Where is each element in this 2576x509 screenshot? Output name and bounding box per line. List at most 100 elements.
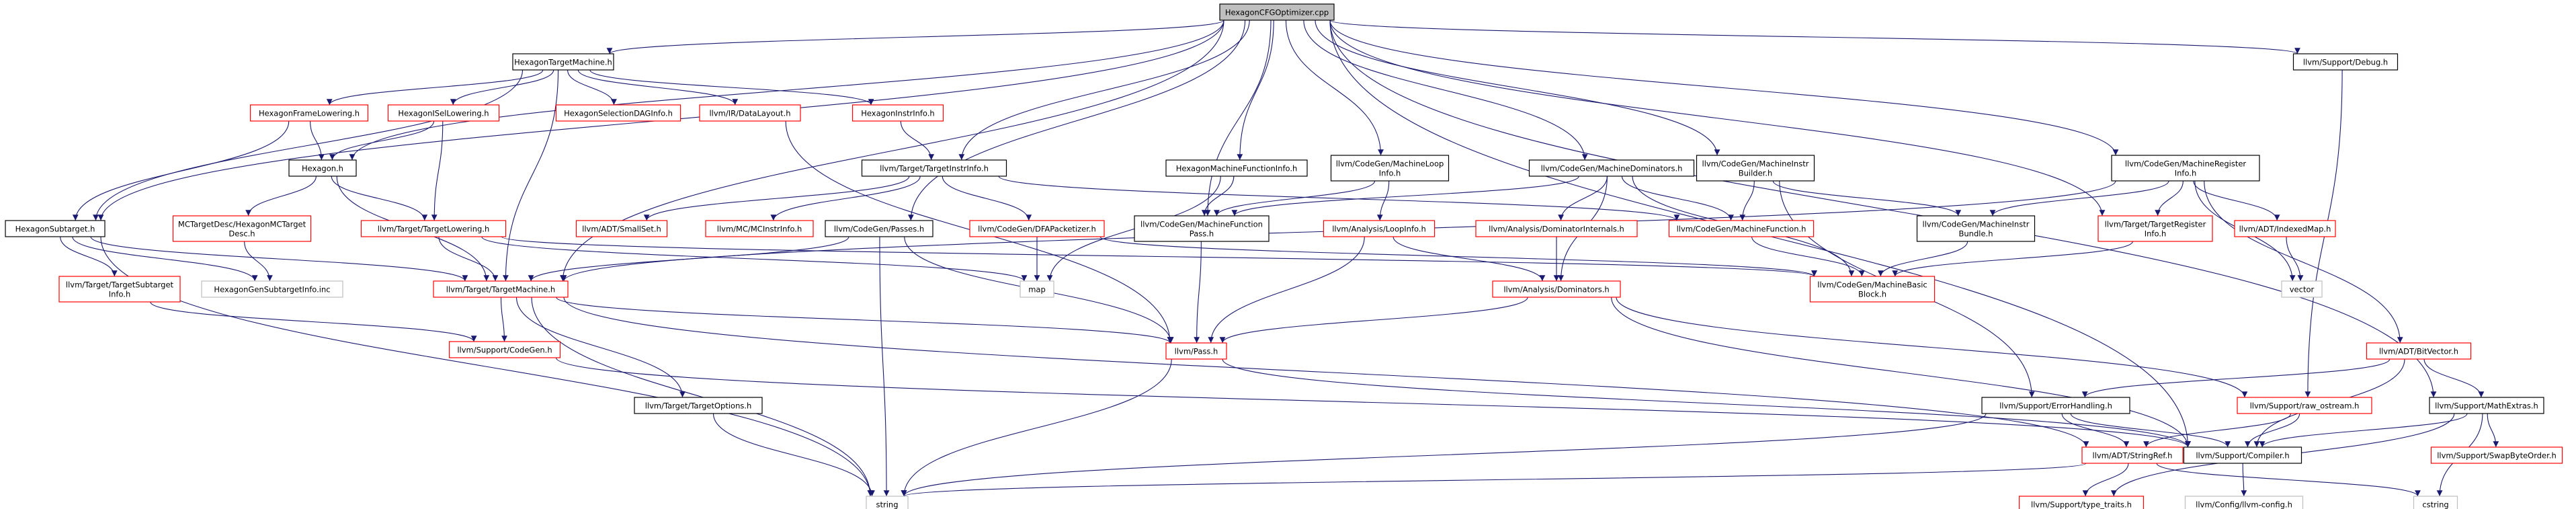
graph-node-to[interactable]: llvm/Target/TargetOptions.h (634, 397, 763, 414)
edge-line (1204, 19, 1272, 217)
graph-node-hgsi[interactable]: HexagonGenSubtargetInfo.inc (201, 280, 343, 298)
graph-node-hfl[interactable]: HexagonFrameLowering.h (249, 104, 369, 122)
graph-node-eh[interactable]: llvm/Support/ErrorHandling.h (1981, 397, 2130, 414)
node-label: llvm/Target/TargetSubtarget (66, 280, 174, 290)
edge-line (501, 236, 1817, 277)
graph-node-adi[interactable]: llvm/Analysis/DominatorInternals.h (1475, 220, 1638, 237)
graph-node-root[interactable]: HexagonCFGOptimizer.cpp (1219, 3, 1335, 21)
graph-node-ro[interactable]: llvm/Support/raw_ostream.h (2237, 397, 2372, 414)
edge-line (72, 236, 258, 282)
edge-line (481, 236, 1028, 282)
node-box (2234, 220, 2336, 237)
node-box (851, 104, 944, 122)
edge-mex-sbo (2487, 413, 2499, 448)
edge-hii-tii (900, 120, 935, 161)
graph-node-str[interactable]: string (866, 496, 909, 509)
edge-sr-cstr (2156, 463, 2421, 497)
graph-node-hii[interactable]: HexagonInstrInfo.h (851, 104, 944, 122)
graph-node-tl[interactable]: llvm/Target/TargetLowering.h (360, 220, 507, 237)
graph-node-bv[interactable]: llvm/ADT/BitVector.h (2366, 342, 2472, 360)
edge-bv-eh (2081, 358, 2391, 398)
graph-node-mf[interactable]: llvm/CodeGen/MachineFunction.h (1668, 220, 1815, 237)
graph-node-hst[interactable]: HexagonSubtarget.h (5, 220, 106, 237)
graph-node-htm[interactable]: HexagonTargetMachine.h (512, 53, 614, 71)
graph-node-sr[interactable]: llvm/ADT/StringRef.h (2081, 446, 2184, 464)
edge-line (245, 175, 317, 217)
graph-node-dl[interactable]: llvm/IR/DataLayout.h (699, 104, 801, 122)
node-box (1165, 342, 1227, 360)
node-label: HexagonMachineFunctionInfo.h (1176, 164, 1298, 173)
graph-node-tt[interactable]: llvm/Support/type_traits.h (2018, 496, 2145, 509)
graph-node-hisl[interactable]: HexagonISelLowering.h (387, 104, 500, 122)
node-label: llvm/CodeGen/MachineFunction (1140, 220, 1263, 229)
edge-mib-mibun (1772, 180, 1962, 217)
edge-line (901, 413, 1987, 497)
node-box (969, 220, 1105, 237)
node-label: llvm/Support/type_traits.h (2031, 500, 2132, 509)
node-box (2183, 446, 2302, 464)
edge-ad-ro (1616, 297, 2248, 398)
edge-line (589, 69, 874, 106)
graph-node-pass[interactable]: llvm/Pass.h (1165, 342, 1227, 360)
node-box (360, 220, 507, 237)
edge-bv-mex (2423, 358, 2485, 398)
graph-node-hmfi[interactable]: HexagonMachineFunctionInfo.h (1165, 159, 1308, 177)
graph-node-mcii[interactable]: llvm/MC/MCInstrInfo.h (705, 220, 814, 237)
graph-node-tm[interactable]: llvm/Target/TargetMachine.h (433, 280, 569, 298)
graph-node-vec[interactable]: vector (2281, 280, 2323, 298)
graph-node-hexh[interactable]: Hexagon.h (288, 159, 357, 177)
graph-node-ss[interactable]: llvm/ADT/SmallSet.h (575, 220, 668, 237)
graph-node-map[interactable]: map (1020, 280, 1054, 298)
edge-htm-hfl (326, 69, 544, 106)
graph-node-sbo[interactable]: llvm/Support/SwapByteOrder.h (2430, 446, 2563, 464)
graph-node-im[interactable]: llvm/ADT/IndexedMap.h (2234, 220, 2336, 237)
node-label: llvm/Analysis/DominatorInternals.h (1489, 225, 1624, 234)
edge-root-dbg (1329, 19, 2300, 54)
graph-node-ad[interactable]: llvm/Analysis/Dominators.h (1492, 280, 1621, 298)
edge-line (712, 413, 875, 497)
graph-node-lpi[interactable]: llvm/Analysis/LoopInfo.h (1323, 220, 1436, 237)
edge-line (93, 69, 524, 221)
graph-node-cfg[interactable]: llvm/Config/llvm-config.h (2184, 496, 2304, 509)
edge-line (1222, 358, 2191, 448)
graph-node-dbg[interactable]: llvm/Support/Debug.h (2292, 53, 2399, 71)
graph-node-cstr[interactable]: cstring (2413, 496, 2458, 509)
edge-mli-mfp (1214, 180, 1376, 217)
edge-tm-to (515, 297, 685, 398)
graph-node-dfa[interactable]: llvm/CodeGen/DFAPacketizer.h (969, 220, 1105, 237)
node-box (448, 341, 561, 358)
graph-node-mdom[interactable]: llvm/CodeGen/MachineDominators.h (1528, 159, 1695, 177)
edge-line (643, 175, 910, 221)
node-label: llvm/Support/raw_ostream.h (2250, 401, 2360, 411)
node-box (2184, 496, 2304, 509)
graph-node-mex[interactable]: llvm/Support/MathExtras.h (2429, 397, 2544, 414)
edge-mdom-mfp (1231, 175, 1579, 217)
graph-node-tii[interactable]: llvm/Target/TargetInstrInfo.h (861, 159, 1007, 177)
edge-line (503, 69, 559, 282)
graph-node-scg[interactable]: llvm/Support/CodeGen.h (448, 341, 561, 358)
edge-ro-sr (2143, 413, 2292, 448)
edge-root-hmfi (1237, 19, 1274, 161)
edge-hisl-hexh (329, 120, 435, 161)
edge-line (329, 120, 435, 161)
graph-node-cgp[interactable]: llvm/CodeGen/Passes.h (825, 220, 933, 237)
node-label: llvm/Target/TargetInstrInfo.h (880, 164, 989, 173)
edge-line (2286, 236, 2304, 282)
node-label: llvm/IR/DataLayout.h (709, 109, 790, 118)
node-box (555, 104, 681, 122)
graph-node-comp[interactable]: llvm/Support/Compiler.h (2183, 446, 2302, 464)
graph-node-hsdag[interactable]: HexagonSelectionDAGInfo.h (555, 104, 681, 122)
node-label: vector (2290, 285, 2315, 295)
edge-eh-comp (2070, 413, 2231, 448)
edge-pass-comp (1222, 358, 2191, 448)
edge-line (901, 358, 1172, 497)
